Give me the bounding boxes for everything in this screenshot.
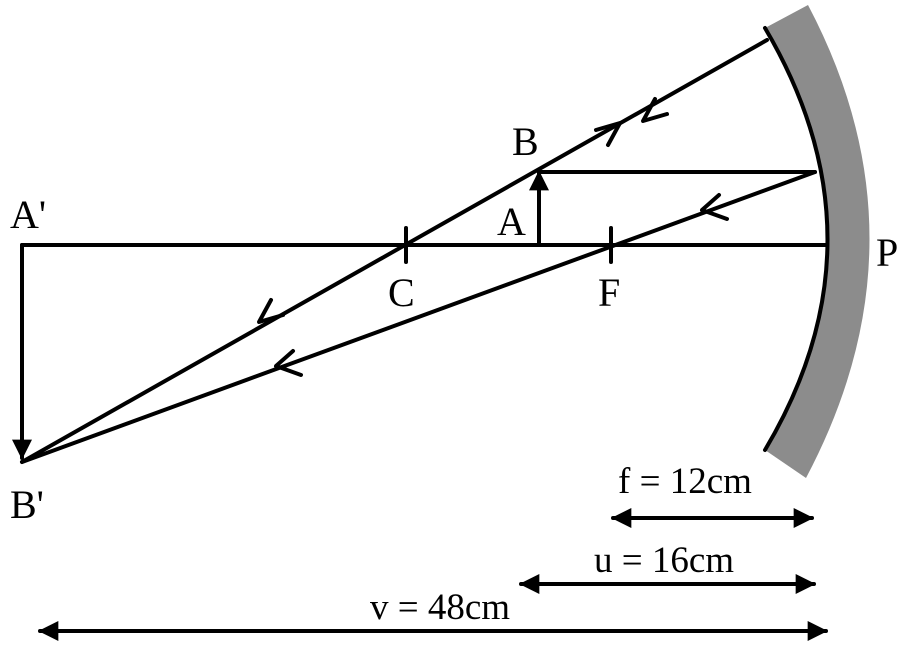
dimension-v-label: v = 48cm — [370, 587, 510, 628]
label-c: C — [388, 270, 415, 315]
ray-direction-arrow-lower-1 — [257, 298, 285, 324]
label-a: A — [497, 199, 526, 244]
label-a-prime: A' — [10, 192, 46, 237]
concave-mirror — [765, 5, 870, 478]
label-b: B — [512, 119, 539, 164]
ray-direction-arrow-incident — [594, 121, 622, 147]
label-b-prime: B' — [10, 482, 44, 527]
ray-reflected-through-focus — [20, 170, 817, 464]
label-p: P — [876, 230, 898, 275]
dimension-u-label: u = 16cm — [594, 540, 734, 581]
ray-direction-arrow-reflected-lower — [274, 349, 303, 377]
ray-direction-arrow-returning — [641, 97, 669, 123]
label-f: F — [598, 270, 620, 315]
ray-direction-arrow-reflected-upper — [700, 193, 729, 221]
ray-through-center — [20, 38, 769, 464]
mirror-reflecting-surface — [763, 26, 830, 452]
dimension-f-label: f = 12cm — [618, 461, 752, 502]
